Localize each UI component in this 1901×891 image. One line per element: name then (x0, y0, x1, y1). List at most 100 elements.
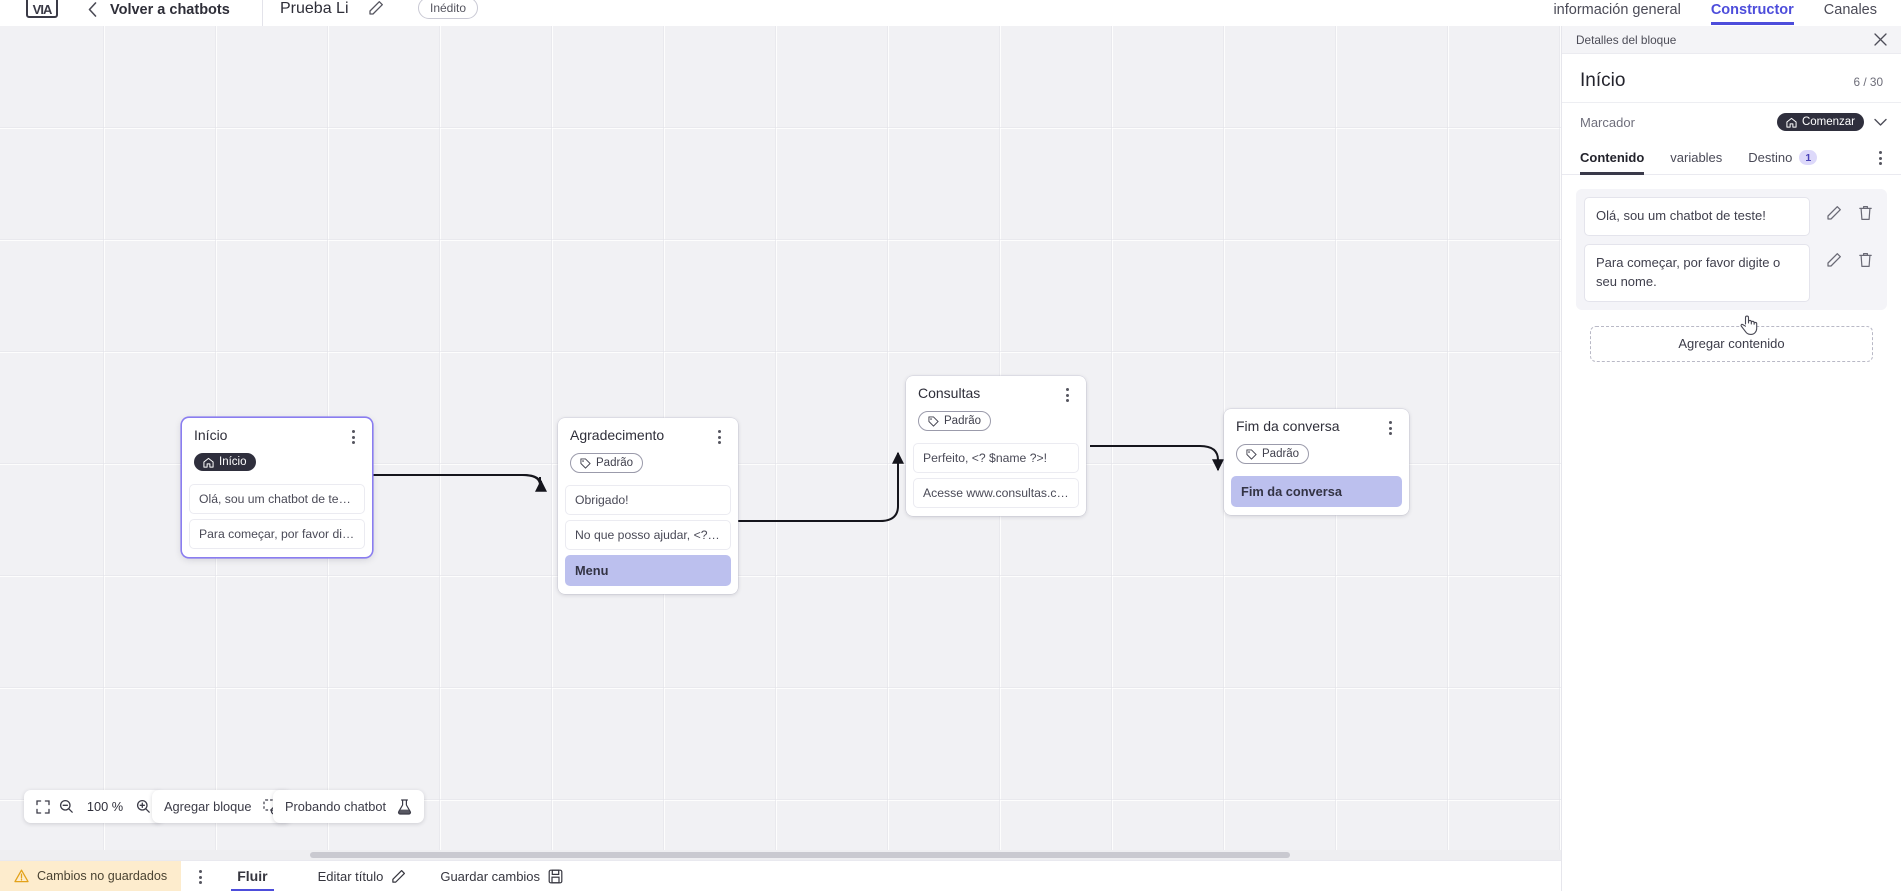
node-header: Fim da conversa Padrão (1224, 409, 1409, 465)
panel-header: Detalles del bloque (1562, 26, 1901, 54)
tab-destino[interactable]: Destino 1 (1748, 141, 1818, 175)
tag-icon (1246, 448, 1257, 460)
content-item-text[interactable]: Para começar, por favor digite o seu nom… (1584, 243, 1810, 302)
marcador-row: Marcador Comenzar (1562, 103, 1901, 141)
home-icon (1786, 117, 1797, 128)
test-chatbot-button[interactable]: Probando chatbot (273, 790, 425, 823)
tab-constructor[interactable]: Constructor (1710, 2, 1794, 25)
back-to-chatbots-link[interactable]: Volver a chatbots (110, 2, 230, 18)
node-message[interactable]: No que posso ajudar, <? $name ... (565, 519, 731, 550)
node-body: Olá, sou um chatbot de teste! Para começ… (182, 473, 372, 557)
node-title: Agradecimento (570, 427, 665, 443)
tab-fluir[interactable]: Fluir (221, 861, 283, 891)
edit-title-button[interactable]: Editar título (318, 869, 407, 884)
node-badge-label: Padrão (1262, 448, 1300, 460)
page-title: Prueba Li (280, 0, 349, 17)
node-title: Fim da conversa (1236, 418, 1340, 434)
node-message[interactable]: Obrigado! (565, 484, 731, 515)
edit-title-label: Editar título (317, 868, 384, 884)
tab-informacion-general[interactable]: información general (1553, 1, 1681, 18)
node-badge: Padrão (570, 453, 644, 473)
node-message[interactable]: Acesse www.consultas.com par... (913, 477, 1079, 508)
node-header: Consultas Padrão (906, 376, 1086, 432)
node-message-option[interactable]: Menu (565, 554, 731, 586)
flask-icon (397, 798, 412, 815)
node-message[interactable]: Para começar, por favor digite o ... (189, 518, 365, 549)
tab-canales[interactable]: Canales (1823, 1, 1877, 18)
app-logo-icon[interactable]: VIA (26, 0, 58, 18)
marcador-badge-label: Comenzar (1801, 116, 1855, 128)
tag-icon (928, 415, 939, 427)
pencil-icon[interactable] (1826, 205, 1842, 221)
flow-node-inicio[interactable]: Início Início Olá, sou um chatbot de tes… (182, 418, 372, 557)
kebab-menu-icon[interactable] (712, 428, 726, 444)
save-changes-button[interactable]: Guardar cambios (440, 869, 563, 884)
zoom-out-icon[interactable] (59, 799, 74, 814)
marcador-badge[interactable]: Comenzar (1776, 113, 1864, 131)
panel-block-title: Início (1580, 70, 1626, 91)
tab-destino-badge: 1 (1799, 150, 1818, 165)
node-body: Perfeito, <? $name ?>! Acesse www.consul… (906, 432, 1086, 516)
warning-triangle-icon (14, 869, 29, 883)
tab-contenido[interactable]: Contenido (1580, 141, 1645, 175)
main-tabs: información general Constructor Canales (1553, 0, 1877, 26)
fit-screen-icon[interactable] (36, 799, 50, 814)
node-header: Início Início (182, 418, 372, 473)
content-item: Olá, sou um chatbot de teste! (1584, 197, 1879, 236)
flow-canvas[interactable]: Início Início Olá, sou um chatbot de tes… (0, 26, 1561, 860)
content-list: Olá, sou um chatbot de teste! Para começ… (1576, 189, 1887, 310)
node-message[interactable]: Olá, sou um chatbot de teste! (189, 483, 365, 514)
panel-block-counter: 6 / 30 (1853, 75, 1883, 89)
app-logo-glyph: VIA (32, 2, 53, 17)
node-header: Agradecimento Padrão (558, 418, 738, 474)
top-bar: VIA Volver a chatbots Prueba Li Inédito … (0, 0, 1901, 50)
test-chatbot-label: Probando chatbot (285, 799, 387, 814)
node-badge-label: Início (219, 456, 247, 468)
node-title: Consultas (918, 385, 981, 401)
node-badge-label: Padrão (944, 415, 982, 427)
topbar-divider (262, 0, 263, 50)
pencil-icon[interactable] (368, 0, 384, 21)
trash-icon[interactable] (1858, 205, 1873, 221)
zoom-in-icon[interactable] (136, 799, 151, 814)
panel-title-row: Início 6 / 30 (1562, 54, 1901, 103)
trash-icon[interactable] (1858, 252, 1873, 268)
flow-node-agradecimento[interactable]: Agradecimento Padrão Obrigado! No que po… (558, 418, 738, 594)
panel-header-title: Detalles del bloque (1576, 32, 1677, 47)
kebab-menu-icon[interactable] (1383, 419, 1397, 435)
chevron-left-icon[interactable] (88, 2, 97, 22)
content-item-text[interactable]: Olá, sou um chatbot de teste! (1584, 197, 1810, 236)
zoom-controls: 100 % (24, 790, 163, 823)
add-content-button[interactable]: Agregar contenido (1590, 325, 1873, 362)
kebab-menu-icon[interactable] (1873, 149, 1887, 165)
pencil-icon (391, 869, 406, 884)
node-message[interactable]: Perfeito, <? $name ?>! (913, 442, 1079, 473)
save-changes-label: Guardar cambios (440, 868, 541, 884)
add-block-button[interactable]: Agregar bloque (152, 790, 291, 823)
kebab-menu-icon[interactable] (193, 868, 207, 884)
canvas-horizontal-scrollbar[interactable] (0, 850, 1561, 860)
flow-node-fim-da-conversa[interactable]: Fim da conversa Padrão Fim da conversa (1224, 409, 1409, 515)
node-message-option[interactable]: Fim da conversa (1231, 475, 1402, 507)
node-badge-label: Padrão (596, 457, 634, 469)
content-item-actions (1810, 244, 1879, 268)
unsaved-changes-label: Cambios no guardados (37, 869, 168, 883)
unsaved-changes-indicator: Cambios no guardados (0, 860, 182, 891)
content-item-actions (1810, 197, 1879, 221)
node-body: Fim da conversa (1224, 465, 1409, 515)
close-icon[interactable] (1874, 33, 1887, 46)
tab-variables-label: variables (1670, 150, 1723, 165)
node-badge: Padrão (1236, 444, 1310, 464)
save-disk-icon (548, 869, 563, 884)
chevron-down-icon[interactable] (1874, 118, 1887, 127)
pencil-icon[interactable] (1826, 252, 1842, 268)
scrollbar-thumb[interactable] (310, 852, 1290, 858)
flow-node-consultas[interactable]: Consultas Padrão Perfeito, <? $name ?>! … (906, 376, 1086, 516)
kebab-menu-icon[interactable] (1060, 386, 1074, 402)
kebab-menu-icon[interactable] (346, 428, 360, 444)
status-badge: Inédito (418, 0, 479, 19)
tab-destino-label: Destino (1748, 150, 1793, 165)
tab-variables[interactable]: variables (1670, 141, 1722, 175)
tab-contenido-label: Contenido (1580, 150, 1645, 165)
